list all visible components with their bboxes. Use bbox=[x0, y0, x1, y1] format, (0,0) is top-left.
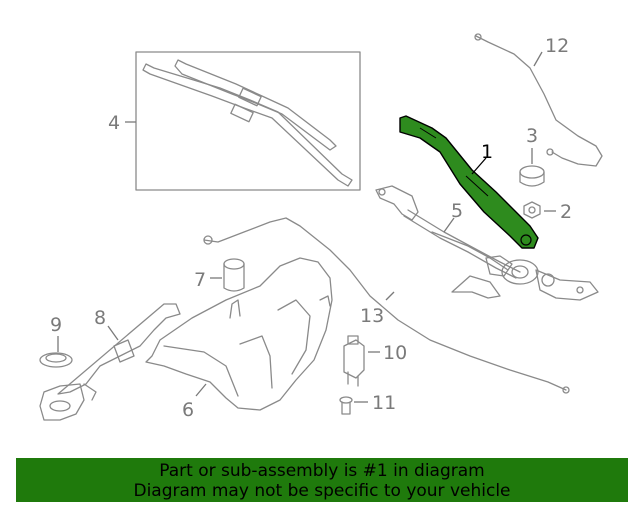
filler-seal bbox=[39, 352, 73, 368]
callout-4: 4 bbox=[108, 112, 120, 134]
callout-12: 12 bbox=[545, 35, 569, 57]
washer-hose-upper bbox=[475, 35, 603, 167]
hose-end-13b bbox=[562, 386, 570, 394]
washer-hose-lower bbox=[203, 217, 567, 391]
leader-6 bbox=[195, 383, 207, 397]
arm-pivot bbox=[520, 234, 532, 246]
info-banner: Part or sub-assembly is #1 in diagram Di… bbox=[16, 458, 628, 502]
leader-12 bbox=[533, 51, 543, 67]
banner-line-2: Diagram may not be specific to your vehi… bbox=[133, 481, 511, 501]
pivot-cap bbox=[519, 165, 545, 187]
callout-7: 7 bbox=[194, 269, 206, 291]
blade-a bbox=[142, 63, 353, 187]
reservoir-cap bbox=[223, 258, 245, 292]
washer-pump bbox=[343, 335, 365, 387]
wiper-linkage-motor bbox=[375, 185, 599, 301]
callout-10: 10 bbox=[383, 342, 407, 364]
callout-2: 2 bbox=[560, 201, 572, 223]
filler-neck bbox=[39, 303, 181, 421]
grommet bbox=[339, 396, 353, 415]
banner-line-1: Part or sub-assembly is #1 in diagram bbox=[159, 461, 485, 481]
arm-detail-2 bbox=[465, 175, 489, 197]
parts-diagram: 4 1 12 3 2 5 bbox=[39, 33, 603, 421]
leader-8 bbox=[107, 325, 119, 341]
blade-adapter-b bbox=[238, 87, 262, 107]
hose-end-12b bbox=[546, 148, 554, 156]
washer-reservoir bbox=[145, 257, 333, 411]
leader-1 bbox=[471, 157, 487, 175]
leader-5 bbox=[443, 217, 455, 233]
leader-13 bbox=[385, 291, 395, 301]
callout-1: 1 bbox=[481, 141, 493, 163]
wiper-blades-inset bbox=[135, 51, 361, 191]
callout-11: 11 bbox=[372, 392, 396, 414]
blade-b bbox=[174, 59, 337, 151]
callout-6: 6 bbox=[182, 399, 194, 421]
callout-9: 9 bbox=[50, 314, 62, 336]
nut bbox=[523, 201, 541, 219]
callout-5: 5 bbox=[451, 200, 463, 222]
wiper-arm-shape bbox=[399, 115, 539, 249]
callout-8: 8 bbox=[94, 307, 106, 329]
callout-3: 3 bbox=[526, 125, 538, 147]
blade-adapter-a bbox=[230, 103, 254, 123]
inset-frame bbox=[135, 51, 361, 191]
hose-end-12a bbox=[474, 33, 482, 41]
wiper-arm-highlighted bbox=[399, 115, 539, 249]
hose-end-13a bbox=[203, 235, 213, 245]
arm-detail-1 bbox=[419, 127, 437, 139]
callout-13: 13 bbox=[360, 305, 384, 327]
